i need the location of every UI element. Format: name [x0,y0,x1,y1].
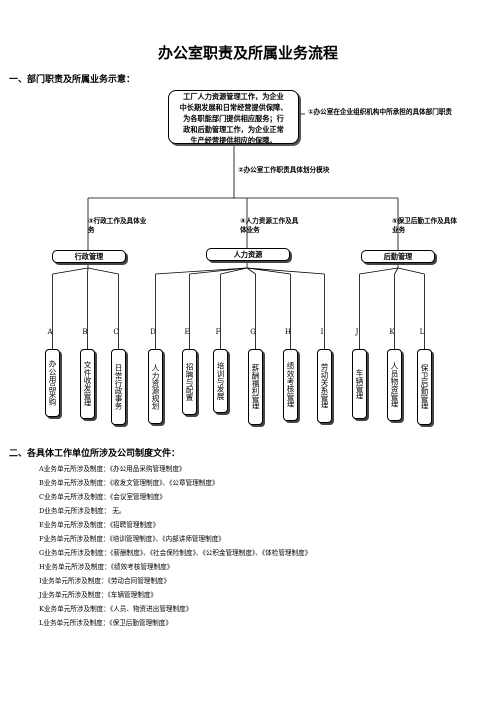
unit-letter-f: F [215,328,221,336]
note-department-role: ①办公室在企业组织机构中所承担的具体部门职责 [307,108,453,116]
logistics-fan-2 [397,267,425,275]
policy-item: E业务单元所涉及制度：《招聘管理制度》 [39,521,160,529]
logistics-fan-0 [359,267,399,275]
business-unit-d: 人力资源规划 [148,349,163,424]
business-unit-k: 人员物资管理 [387,349,402,421]
unit-letter-k: K [389,328,395,336]
policy-item: J业务单元所涉及制度：《车辆管理制度》 [39,591,158,599]
unit-letter-c: C [113,328,119,336]
business-unit-b: 文件收发管理 [80,349,95,419]
policy-item: K业务单元所涉及制度：《人员、物资进出管理制度》 [39,605,193,613]
business-unit-g: 薪酬福利管理 [248,349,263,425]
business-unit-a: 办公用品采购 [45,349,60,417]
unit-letter-j: J [355,328,359,336]
policy-item: C业务单元所涉及制度：《会议室管理制度》 [39,493,167,501]
hr-fan-4 [246,267,291,275]
note-logistics-work: ⑤保卫后勤工作及具体业务 [392,217,457,234]
hr-fan-2 [220,267,248,275]
responsibility-line: 工厂人力资源管理工作，为企业 [183,92,284,101]
section-1-heading: 一、部门职责及所属业务示意： [9,75,136,85]
business-unit-e: 招聘与配置 [182,349,197,415]
responsibility-box: 工厂人力资源管理工作，为企业 中长期发展和日常经营提供保障、 为各职能部门提供相… [168,90,299,145]
unit-letter-l: L [419,328,425,336]
policy-item: H业务单元所涉及制度：《绩效考核管理制度》 [39,563,174,571]
logistics-fan-1 [394,267,399,275]
dept-logistics-box: 后勤管理 [361,250,435,263]
page-title: 办公室职责及所属业务流程 [157,44,338,62]
responsibility-line: 生产经营提供相应的保障。 [190,136,277,145]
policy-list: A业务单元所涉及制度：《办公用品采购管理制度》 B业务单元所涉及制度：《收发文管… [39,462,311,630]
business-unit-f: 培训与发展 [213,349,228,413]
business-unit-j: 车辆管理 [352,349,367,419]
business-unit-c: 日常行政事务 [111,349,126,425]
note-admin-work: ③行政工作及具体业务 [88,217,147,234]
admin-fan-0 [52,267,89,275]
hr-fan-0 [155,267,248,275]
business-unit-i: 劳动关系管理 [317,349,332,423]
note-module-division: ②办公室工作职责具体划分模块 [238,166,330,174]
responsibility-line: 为各职能部门提供相应服务；行 [183,114,284,123]
dept-admin-box: 行政管理 [52,250,126,263]
policy-item: B业务单元所涉及制度：《收发文管理制度》、《公章管理制度》 [39,479,219,487]
section-2-heading: 二、各具体工作单位所涉及公司制度文件： [9,449,181,459]
policy-item: A业务单元所涉及制度：《办公用品采购管理制度》 [39,465,186,473]
dept-hr-box: 人力资源 [206,248,290,261]
unit-letter-d: D [150,328,156,336]
unit-letter-h: H [284,328,292,336]
policy-item: G业务单元所涉及制度：《薪酬制度》、《社会保险制度》、《公积金管理制度》、《体检… [39,549,312,557]
note-hr-work: ④人力资源工作及具体业务 [240,217,299,234]
policy-item: L业务单元所涉及制度：《保卫后勤管理制度》 [39,619,172,627]
hr-fan-1 [189,267,248,275]
unit-letter-a: A [47,328,53,336]
responsibility-line: 政和后勤管理工作，为企业正常 [183,125,284,134]
hr-fan-5 [246,267,325,275]
unit-letter-i: I [320,328,324,336]
hr-fan-3 [246,267,256,275]
policy-item: I业务单元所涉及制度：《劳动合同管理制度》 [39,577,171,585]
responsibility-line: 中长期发展和日常经营提供保障、 [179,103,288,112]
unit-letter-g: G [250,328,256,336]
admin-fan-2 [87,267,119,275]
policy-item: D业务单元所涉及制度： 无。 [39,507,126,515]
unit-letter-b: B [82,328,88,336]
unit-letter-e: E [184,328,190,336]
policy-item: F业务单元所涉及制度：《培训管理制度》、《内部讲师管理制度》 [39,535,225,543]
business-unit-h: 绩效考核管理 [283,349,298,421]
business-unit-l: 保卫后勤管理 [417,349,432,425]
admin-fan-1 [87,267,89,275]
